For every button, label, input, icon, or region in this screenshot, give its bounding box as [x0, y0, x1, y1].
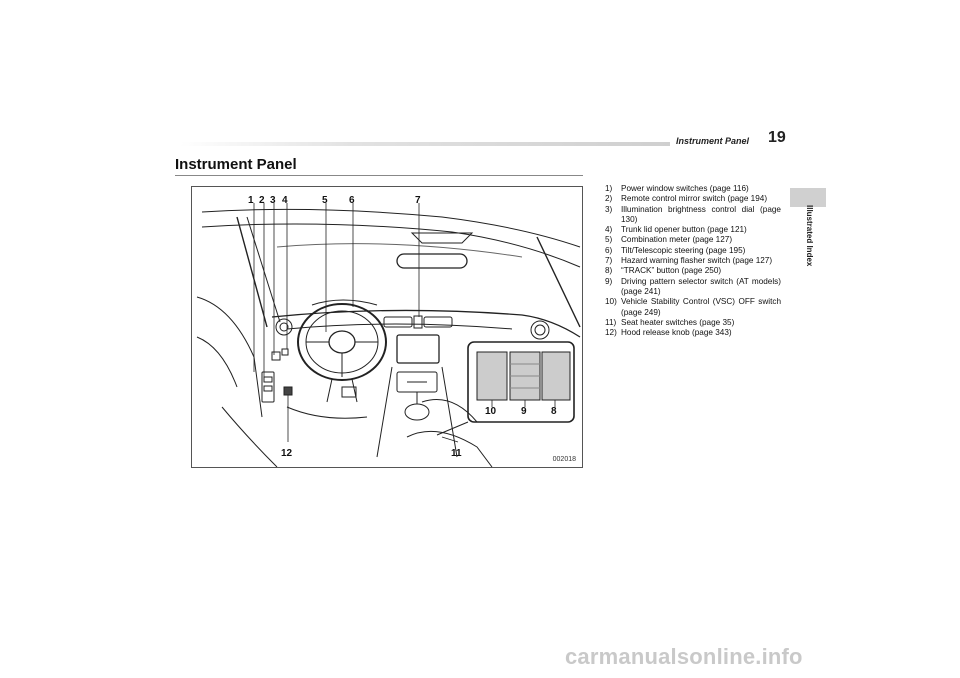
- callout-9: 9: [521, 406, 527, 417]
- index-tab[interactable]: [790, 188, 826, 207]
- instrument-panel-illustration: [196, 203, 581, 467]
- legend-item: 7)Hazard warning flasher switch (page 12…: [605, 256, 773, 266]
- figure-id: 002018: [552, 456, 576, 463]
- callout-7: 7: [415, 195, 421, 206]
- callout-8: 8: [551, 406, 557, 417]
- legend-item: 3)Illumination brightness control dial (…: [605, 204, 781, 224]
- legend-item: 11)Seat heater switches (page 35): [605, 317, 735, 327]
- legend-item: 10)Vehicle Stability Control (VSC) OFF s…: [605, 297, 781, 317]
- callout-3: 3: [270, 195, 276, 206]
- running-header-section: Instrument Panel: [676, 136, 750, 146]
- header-rule: [180, 142, 670, 146]
- legend-item: 6)Tilt/Telescopic steering (page 195): [605, 245, 746, 255]
- instrument-panel-figure: 1 2 3 4 5 6 7 8 9 10 11 12 002018: [191, 186, 583, 468]
- callout-12: 12: [281, 448, 293, 459]
- callout-2: 2: [259, 195, 265, 206]
- legend-item: 4)Trunk lid opener button (page 121): [605, 225, 747, 235]
- legend-item: 5)Combination meter (page 127): [605, 235, 733, 245]
- title-rule: [175, 175, 583, 176]
- legend-item: 1)Power window switches (page 116): [605, 184, 749, 193]
- callout-10: 10: [485, 406, 497, 417]
- callout-4: 4: [282, 195, 288, 206]
- index-tab-label: Illustrated Index: [805, 205, 814, 267]
- callout-6: 6: [349, 195, 355, 206]
- watermark: carmanualsonline.info: [565, 644, 803, 669]
- legend-item: 2)Remote control mirror switch (page 194…: [605, 194, 768, 204]
- callout-1: 1: [248, 195, 254, 206]
- page-number: 19: [768, 129, 786, 146]
- page-title: Instrument Panel: [175, 156, 297, 173]
- callout-5: 5: [322, 195, 328, 206]
- legend-item: 8)“TRACK” button (page 250): [605, 266, 722, 276]
- component-legend: 1)Power window switches (page 116) 2)Rem…: [605, 184, 781, 338]
- legend-item: 12)Hood release knob (page 343): [605, 328, 732, 338]
- callout-11: 11: [451, 448, 462, 459]
- legend-item: 9)Driving pattern selector switch (AT mo…: [605, 276, 781, 296]
